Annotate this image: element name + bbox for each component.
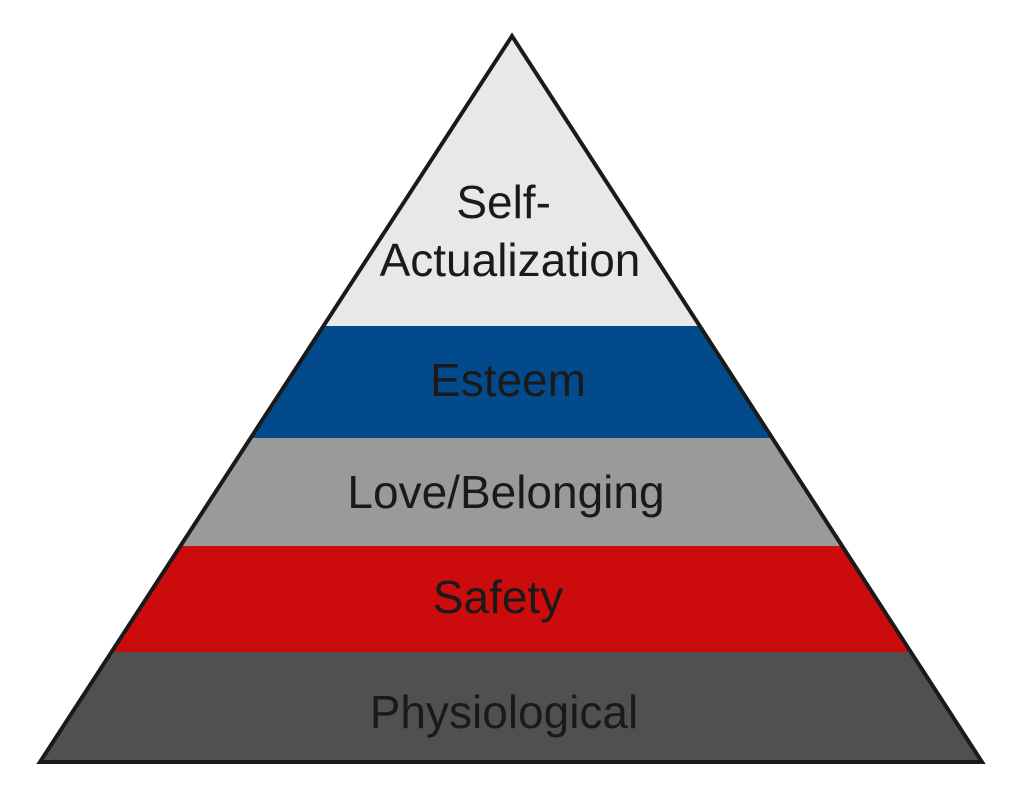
label-self-actualization-line-2: Actualization: [380, 234, 641, 286]
label-love-belonging: Love/Belonging: [347, 466, 664, 518]
label-physiological: Physiological: [370, 686, 638, 738]
label-self-actualization-line-1: Self-: [456, 176, 551, 228]
band-physiological: [40, 652, 982, 762]
label-esteem: Esteem: [430, 354, 586, 406]
pyramid-bands: [40, 36, 982, 762]
pyramid-outline: [36, 32, 986, 764]
band-safety: [111, 546, 911, 652]
band-esteem: [250, 326, 773, 438]
label-self-actualization: Self- Actualization: [380, 176, 641, 286]
band-self-actualization: [323, 36, 700, 326]
label-safety: Safety: [433, 571, 563, 623]
band-love-belonging: [180, 438, 843, 546]
